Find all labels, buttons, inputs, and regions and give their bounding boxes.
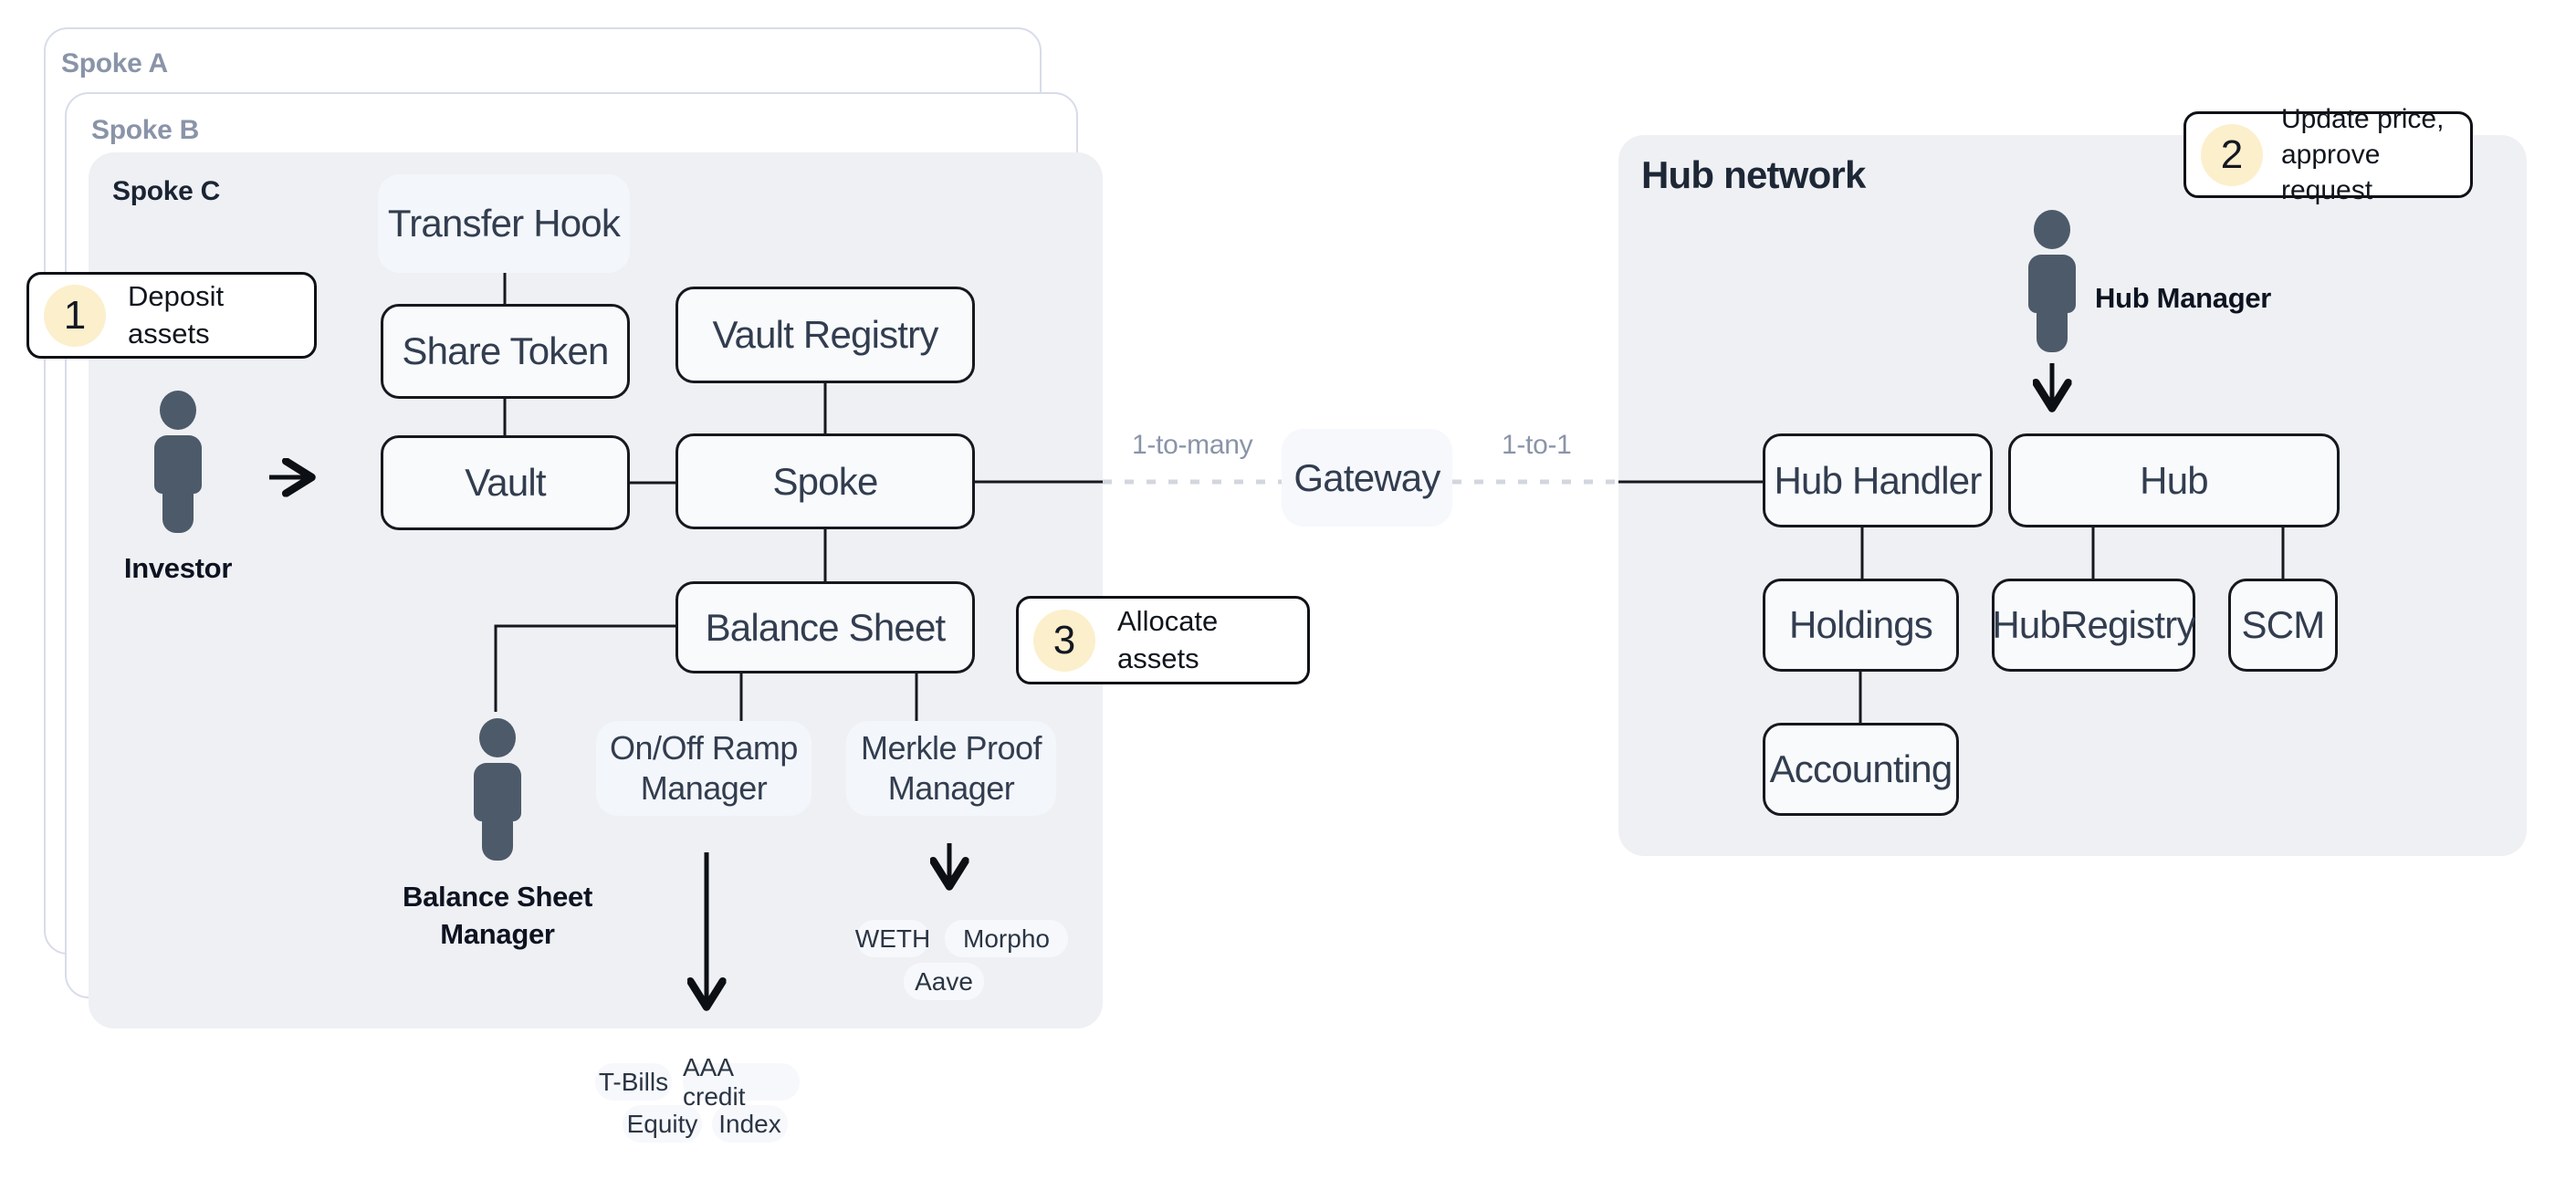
spoke-b-label: Spoke B [91,115,199,145]
node-accounting-label: Accounting [1769,747,1953,791]
node-vault: Vault [381,435,630,530]
node-holdings: Holdings [1763,579,1959,672]
node-merkle-proof-manager: Merkle Proof Manager [846,721,1056,816]
person-torso [2028,255,2076,313]
spoke-c-label: Spoke C [112,176,220,206]
step-2-text-line1: Update price, [2281,104,2445,134]
step-1-text: Deposit assets [128,280,225,350]
person-legs [162,493,194,533]
node-accounting: Accounting [1763,723,1959,816]
node-balance-sheet-label: Balance Sheet [705,605,947,649]
hub-manager-label: Hub Manager [2095,282,2272,314]
tag-weth-label: WETH [854,924,931,953]
wire-balancesheet-bsmanager [494,624,675,712]
person-head [2034,210,2070,249]
node-spoke-label: Spoke [772,459,878,503]
one-to-many-label: 1-to-many [1132,430,1253,460]
person-torso [154,435,202,494]
node-hub-registry-label: HubRegistry [1992,603,2195,647]
node-transfer-hook-label: Transfer Hook [387,202,621,245]
tag-index: Index [712,1105,788,1143]
step-badge-3-allocate-assets: 3 Allocate assets [1016,596,1310,684]
step-3-text: Allocate assets [1117,605,1219,674]
tag-aave: Aave [904,963,984,1000]
node-hub-handler: Hub Handler [1763,433,1993,527]
tag-index-label: Index [718,1109,781,1138]
person-torso [474,763,521,821]
investor-icon [152,391,204,533]
step-2-text-line2: approve request [2281,140,2381,205]
balance-sheet-manager-icon [472,718,523,861]
node-merkle-line2: Manager [887,769,1015,807]
balance-sheet-manager-label: Balance Sheet Manager [397,879,598,954]
step-2-text: Update price, approve request [2281,101,2456,208]
tag-tbills-label: T-Bills [598,1067,669,1096]
node-vault-registry-label: Vault Registry [712,313,938,357]
node-share-token-label: Share Token [402,329,609,373]
hub-manager-icon [2026,210,2078,352]
node-onoff-line1: On/Off Ramp [610,729,798,767]
person-legs [2037,312,2068,352]
balance-sheet-manager-label-line2: Manager [440,917,555,950]
node-hub-handler-label: Hub Handler [1774,458,1983,502]
node-merkle-line1: Merkle Proof [860,729,1042,767]
node-gateway: Gateway [1282,429,1452,527]
node-hub-registry: HubRegistry [1992,579,2195,672]
node-spoke: Spoke [675,433,975,529]
tag-aave-label: Aave [915,966,973,996]
node-holdings-label: Holdings [1788,603,1933,647]
node-vault-registry: Vault Registry [675,287,975,383]
tag-aaa-credit: AAA credit [683,1053,800,1111]
node-hub-label: Hub [2140,458,2208,502]
investor-label: Investor [123,552,233,584]
step-3-number: 3 [1033,609,1095,672]
tag-equity: Equity [623,1105,702,1143]
person-head [160,391,196,430]
node-onoff-line2: Manager [640,769,768,807]
step-badge-1-deposit-assets: 1 Deposit assets [26,272,317,359]
node-transfer-hook: Transfer Hook [378,174,630,273]
person-head [479,718,516,757]
node-share-token: Share Token [381,304,630,399]
spoke-a-label: Spoke A [61,48,168,78]
node-balance-sheet: Balance Sheet [675,581,975,673]
node-vault-label: Vault [465,461,546,505]
node-onoff-ramp-manager: On/Off Ramp Manager [596,721,812,816]
one-to-one-label: 1-to-1 [1502,430,1572,460]
step-badge-2-update-price: 2 Update price, approve request [2183,104,2473,205]
node-hub: Hub [2008,433,2340,527]
node-scm: SCM [2228,579,2338,672]
tag-weth: WETH [854,920,931,957]
person-legs [482,820,513,861]
balance-sheet-manager-label-line1: Balance Sheet [402,881,593,913]
tag-tbills: T-Bills [595,1063,672,1101]
node-gateway-label: Gateway [1293,455,1440,499]
tag-morpho: Morpho [945,920,1068,957]
tag-morpho-label: Morpho [963,924,1050,953]
node-scm-label: SCM [2241,603,2326,647]
tag-equity-label: Equity [626,1109,698,1138]
hub-network-title: Hub network [1641,153,1866,196]
tag-aaa-credit-label: AAA credit [683,1052,746,1111]
step-2-number: 2 [2201,123,2263,186]
step-1-number: 1 [44,284,106,347]
